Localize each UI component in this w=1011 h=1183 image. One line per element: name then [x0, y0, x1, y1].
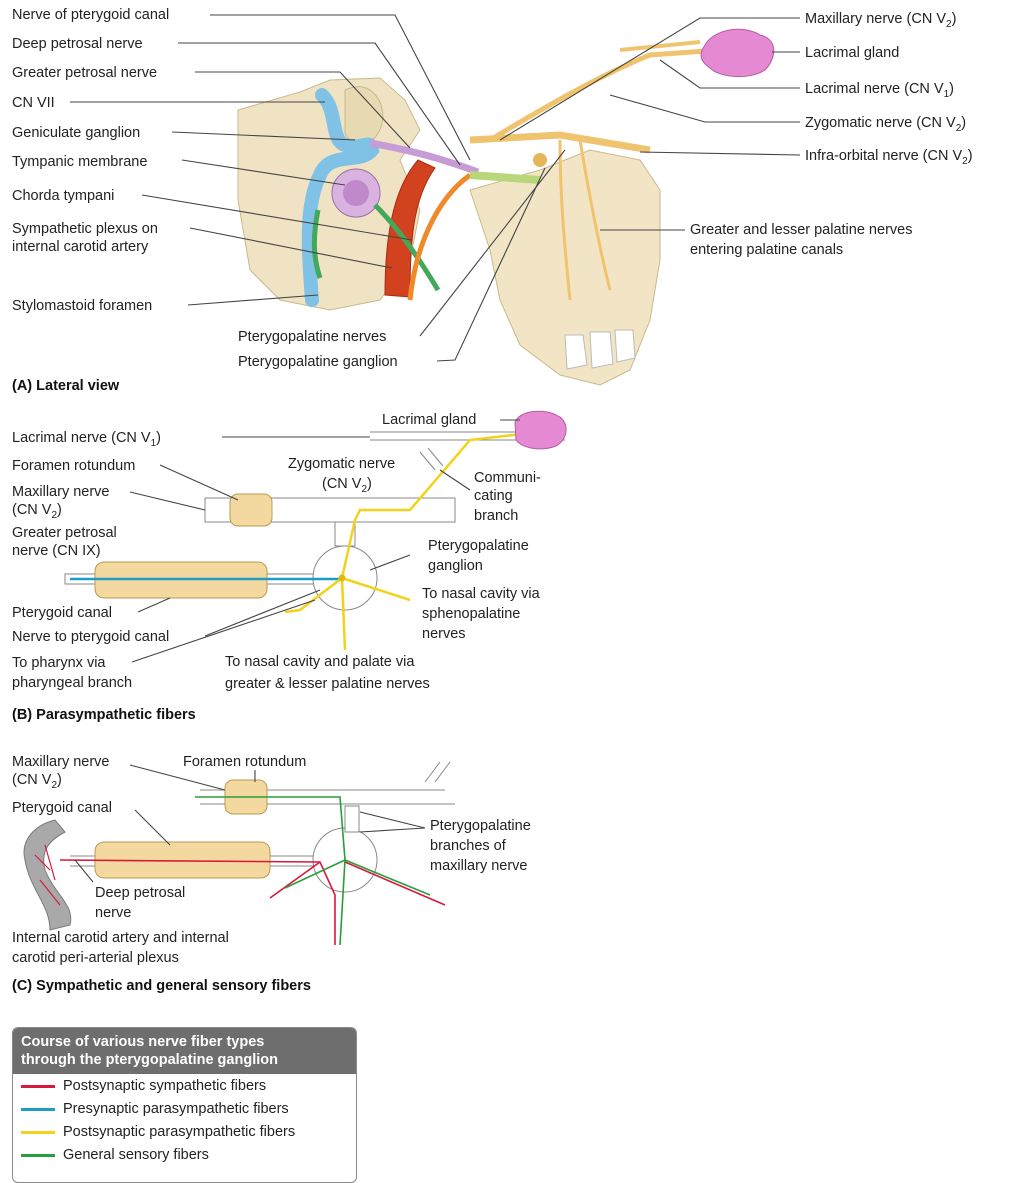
internal-carotid-c [24, 820, 71, 930]
label-cn-vii: CN VII [12, 95, 55, 111]
label-b-greater-petrosal-1: Greater petrosal [12, 525, 117, 541]
label-c-carotid-1: Internal carotid artery and internal [12, 930, 229, 946]
zygomatic-nerve [490, 50, 720, 140]
label-b-zygomatic-2: (CN V2) [322, 476, 372, 495]
panel-a-leaders [70, 15, 800, 361]
label-c-maxillary-2: (CN V2) [12, 772, 62, 791]
label-lacrimal-nerve: Lacrimal nerve (CN V1) [805, 81, 954, 100]
label-c-maxillary-1: Maxillary nerve [12, 754, 110, 770]
panel-b-labels: Lacrimal gland Lacrimal nerve (CN V1) Fo… [12, 412, 541, 723]
legend-item-sensory: General sensory fibers [13, 1144, 356, 1166]
label-b-communicating-2: cating [474, 488, 513, 504]
caption-panel-a: (A) Lateral view [12, 378, 120, 394]
legend-swatch-blue [21, 1108, 55, 1111]
label-nerve-of-pterygoid-canal: Nerve of pterygoid canal [12, 7, 169, 23]
label-b-zygomatic-1: Zygomatic nerve [288, 456, 395, 472]
lacrimal-gland-b [515, 411, 566, 449]
label-b-palate-2: greater & lesser palatine nerves [225, 676, 430, 692]
label-sympathetic-plexus-2: internal carotid artery [12, 239, 149, 255]
label-tympanic-membrane: Tympanic membrane [12, 154, 147, 170]
label-b-lacrimal-nerve: Lacrimal nerve (CN V1) [12, 430, 161, 449]
legend-item-sympathetic: Postsynaptic sympathetic fibers [13, 1075, 356, 1097]
legend-item-postsynaptic: Postsynaptic parasympathetic fibers [13, 1121, 356, 1143]
legend-swatch-red [21, 1085, 55, 1088]
label-pterygopalatine-nerves: Pterygopalatine nerves [238, 329, 386, 345]
label-c-deep-petrosal-2: nerve [95, 905, 131, 921]
label-c-branches-1: Pterygopalatine [430, 818, 531, 834]
label-palatine-nerves-2: entering palatine canals [690, 242, 843, 258]
label-b-pharynx-1: To pharynx via [12, 655, 106, 671]
label-b-pharynx-2: pharyngeal branch [12, 675, 132, 691]
legend-title-line-2: through the pterygopalatine ganglion [21, 1051, 348, 1069]
label-b-nasal-1: To nasal cavity via [422, 586, 541, 602]
label-lacrimal-gland: Lacrimal gland [805, 45, 899, 61]
legend-swatch-green [21, 1154, 55, 1157]
label-infraorbital-nerve: Infra-orbital nerve (CN V2) [805, 148, 973, 167]
label-b-ganglion-1: Pterygopalatine [428, 538, 529, 554]
synapse-dot [339, 575, 346, 582]
legend-item-presynaptic: Presynaptic parasympathetic fibers [13, 1098, 356, 1120]
legend-label: General sensory fibers [63, 1147, 209, 1163]
label-b-maxillary-1: Maxillary nerve [12, 484, 110, 500]
legend-label: Presynaptic parasympathetic fibers [63, 1101, 289, 1117]
label-sympathetic-plexus-1: Sympathetic plexus on [12, 221, 158, 237]
label-c-pterygoid-canal: Pterygoid canal [12, 800, 112, 816]
label-c-deep-petrosal-1: Deep petrosal [95, 885, 185, 901]
label-b-ganglion-2: ganglion [428, 558, 483, 574]
label-chorda-tympani: Chorda tympani [12, 188, 114, 204]
legend-label: Postsynaptic parasympathetic fibers [63, 1124, 295, 1140]
zygomatic-ticks [420, 448, 443, 470]
label-zygomatic-nerve: Zygomatic nerve (CN V2) [805, 115, 966, 134]
label-b-lacrimal-gland: Lacrimal gland [382, 412, 476, 428]
label-c-branches-3: maxillary nerve [430, 858, 528, 874]
ganglion-stalk-c [345, 806, 359, 832]
panel-c-illustration [24, 762, 455, 945]
label-palatine-nerves-1: Greater and lesser palatine nerves [690, 222, 912, 238]
legend-title: Course of various nerve fiber types thro… [13, 1028, 356, 1074]
caption-panel-b: (B) Parasympathetic fibers [12, 707, 196, 723]
label-b-communicating-1: Communi- [474, 470, 541, 486]
label-b-foramen-rotundum: Foramen rotundum [12, 458, 135, 474]
label-geniculate-ganglion: Geniculate ganglion [12, 125, 140, 141]
legend-swatch-yellow [21, 1131, 55, 1134]
label-stylomastoid-foramen: Stylomastoid foramen [12, 298, 152, 314]
label-b-greater-petrosal-2: nerve (CN IX) [12, 543, 101, 559]
lacrimal-nerve-branch [620, 42, 700, 50]
label-pterygopalatine-ganglion: Pterygopalatine ganglion [238, 354, 398, 370]
caption-panel-c: (C) Sympathetic and general sensory fibe… [12, 978, 311, 994]
pterygopalatine-ganglion [533, 153, 547, 167]
label-b-nasal-3: nerves [422, 626, 466, 642]
sympathetic-to-pharynx [270, 862, 320, 898]
label-deep-petrosal-nerve: Deep petrosal nerve [12, 36, 143, 52]
tympanic-inner [343, 180, 369, 206]
label-b-maxillary-2: (CN V2) [12, 502, 62, 521]
label-maxillary-nerve: Maxillary nerve (CN V2) [805, 11, 956, 30]
label-b-palate-1: To nasal cavity and palate via [225, 654, 415, 670]
label-b-nerve-to-pterygoid: Nerve to pterygoid canal [12, 629, 169, 645]
label-c-branches-2: branches of [430, 838, 507, 854]
label-c-carotid-2: carotid peri-arterial plexus [12, 950, 179, 966]
legend-label: Postsynaptic sympathetic fibers [63, 1078, 266, 1094]
label-c-foramen-rotundum: Foramen rotundum [183, 754, 306, 770]
label-b-nasal-2: sphenopalatine [422, 606, 520, 622]
label-greater-petrosal-nerve: Greater petrosal nerve [12, 65, 157, 81]
nerve-of-pterygoid-canal [470, 175, 540, 180]
label-b-communicating-3: branch [474, 508, 518, 524]
fiber-legend: Course of various nerve fiber types thro… [12, 1027, 357, 1183]
lacrimal-gland [701, 29, 774, 76]
legend-title-line-1: Course of various nerve fiber types [21, 1033, 348, 1051]
cut-marks-c [425, 762, 450, 782]
label-b-pterygoid-canal: Pterygoid canal [12, 605, 112, 621]
